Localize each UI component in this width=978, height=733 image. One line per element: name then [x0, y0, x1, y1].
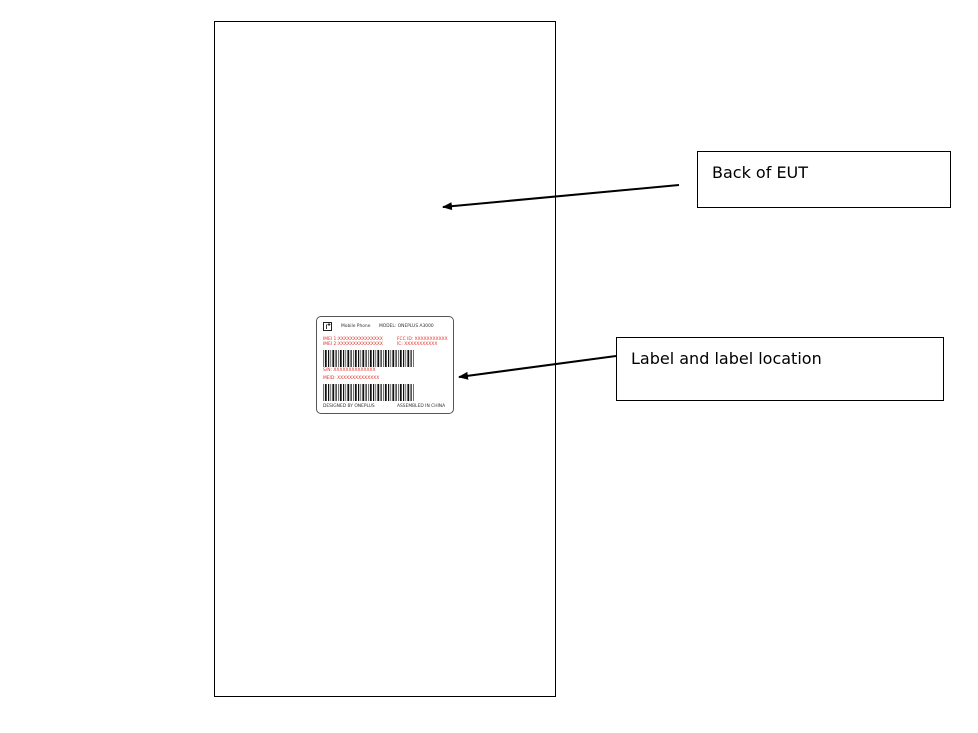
- oneplus-logo-icon: [323, 322, 332, 331]
- callout-back-of-eut: Back of EUT: [697, 151, 951, 208]
- label-sn: S/N: XXXXXXXXXXXXXX: [323, 368, 376, 373]
- label-imei1: IMEI 1:XXXXXXXXXXXXXXX: [323, 337, 383, 342]
- label-imei2: IMEI 2:XXXXXXXXXXXXXXX: [323, 342, 383, 347]
- arrow-to-label: [458, 355, 617, 380]
- callout-label-text: Label and label location: [631, 349, 822, 368]
- label-assembled-in: ASSEMBLED IN CHINA: [397, 404, 446, 409]
- label-meid: MEID: XXXXXXXXXXXXXX: [323, 376, 380, 381]
- callout-back-text: Back of EUT: [712, 163, 809, 182]
- barcode-2: [323, 384, 414, 401]
- label-plate: Mobile Phone MODEL: ONEPLUS A3000 IMEI 1…: [316, 316, 454, 414]
- barcode-1: [323, 350, 414, 367]
- label-device-type: Mobile Phone: [341, 324, 371, 329]
- label-model: MODEL: ONEPLUS A3000: [379, 324, 434, 329]
- label-designed-by: DESIGNED BY ONEPLUS: [323, 404, 375, 409]
- arrow-to-back: [442, 184, 680, 211]
- label-fcc-id: FCC ID: XXXXXXXXXXX: [397, 337, 448, 342]
- label-ic: IC: XXXXXXXXXXX: [397, 342, 438, 347]
- callout-label-location: Label and label location: [616, 337, 944, 401]
